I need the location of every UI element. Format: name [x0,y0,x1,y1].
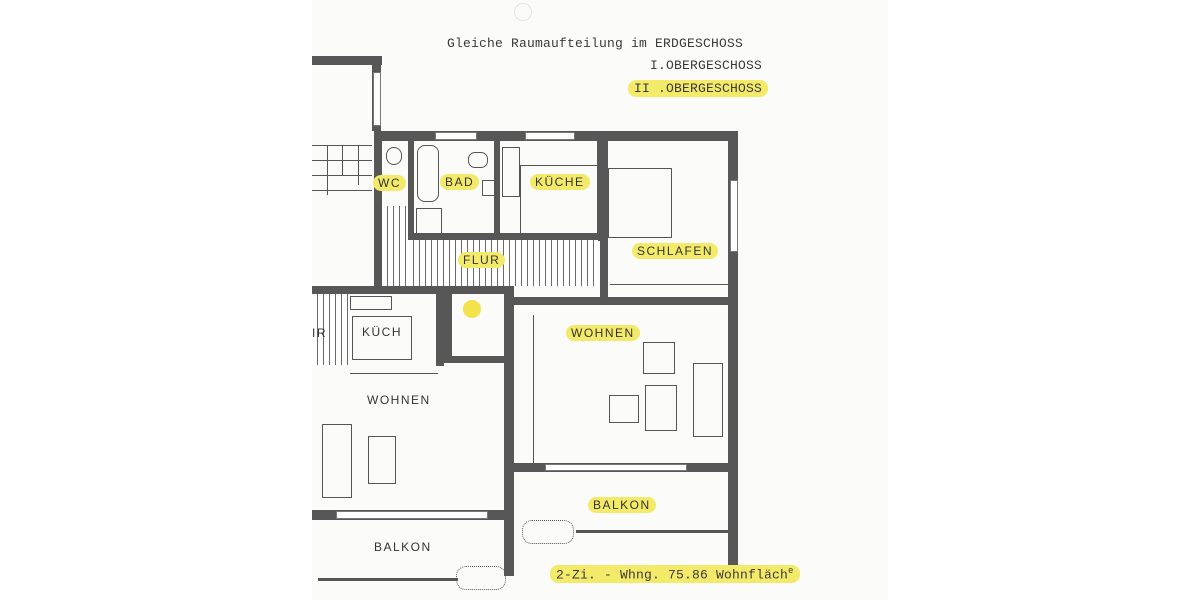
stove-icon [502,147,520,197]
wall [436,286,444,366]
apartment-summary-text: 2-Zi. - Whng. 75.86 Wohnfläch [556,567,789,583]
apartment-summary: 2-Zi. - Whng. 75.86 Wohnfläche [550,565,800,584]
outer-wall-right [728,131,738,581]
sink-icon [482,180,496,196]
apartment-summary-superscript: e [788,566,794,576]
wall [408,141,414,241]
table-icon [368,436,396,484]
closet-line [610,284,728,285]
floor-hatch [312,290,348,365]
window [435,132,477,140]
header-line-2: I.OBERGESCHOSS [650,58,763,73]
toilet-icon [468,152,488,168]
wall [444,356,514,363]
window [545,464,687,471]
highlight-marker [463,300,481,318]
room-label-bad: BAD [440,174,480,190]
room-label-wohnen-left: WOHNEN [367,393,431,407]
counter-line [520,165,521,233]
wall [444,290,452,362]
room-label-wohnen-right: WOHNEN [566,325,640,341]
wall [494,141,500,241]
bed-icon [608,168,672,238]
wall [312,56,382,65]
room-label-flur: FLUR [458,252,506,268]
plant-icon [456,566,506,590]
toilet-icon [386,147,402,165]
room-label-wc: WC [373,175,406,191]
room-label-flur-left: IR [312,326,327,340]
window [373,72,381,126]
plant-icon [522,520,574,544]
wall [600,141,608,301]
shower-icon [416,208,442,234]
window [730,180,738,252]
balcony-rail [318,578,458,581]
kitchen-counter [352,316,412,360]
wall-left [374,131,382,286]
counter-line [520,165,600,166]
sofa-icon [693,363,723,437]
wall [504,286,514,576]
wall [514,297,736,305]
room-label-schlafen: SCHLAFEN [632,243,719,259]
header-line-3-highlighted: II .OBERGESCHOSS [628,80,769,97]
balcony-rail [576,530,728,533]
header-line-1: Gleiche Raumaufteilung im ERDGESCHOSS [447,36,744,51]
room-label-balkon-left: BALKON [374,540,432,554]
wall [408,233,602,240]
stove-icon [350,296,392,310]
window [336,511,488,519]
room-label-balkon-right: BALKON [588,497,656,513]
armchair-icon [643,342,675,374]
bathtub-icon [417,145,439,202]
punch-hole [514,3,532,21]
floor-hatch [382,206,408,286]
room-label-kueche-left: KÜCH [362,325,403,339]
armchair-icon [609,395,639,423]
curtain-line [533,315,534,465]
sofa-icon [322,424,352,498]
wall [312,286,512,294]
coffee-table-icon [645,385,677,431]
room-label-kueche: KÜCHE [530,174,590,190]
wall-line [350,373,438,374]
window [525,132,575,140]
